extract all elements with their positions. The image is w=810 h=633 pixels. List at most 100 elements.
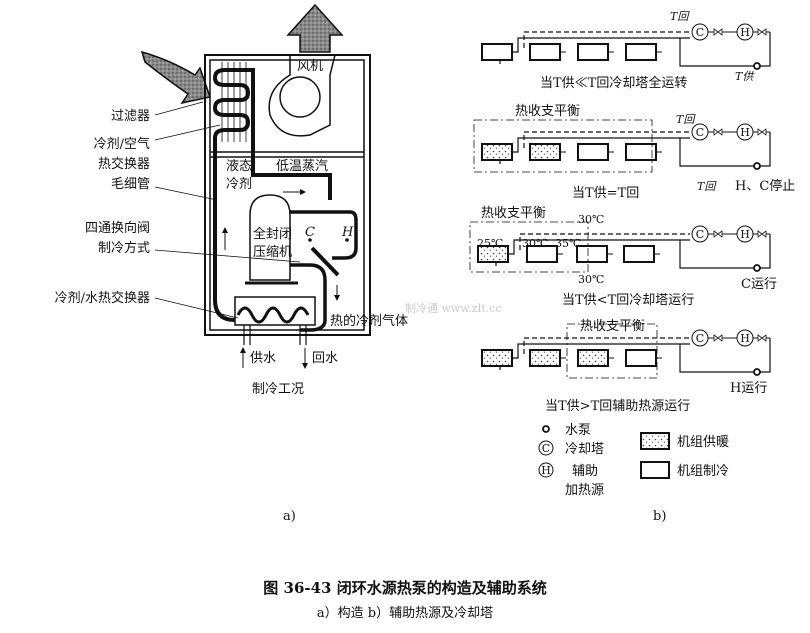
unit-heating-box [577, 349, 609, 367]
return-water-label: 回水 [312, 351, 338, 366]
compressor-label-1: 全封闭 [253, 226, 292, 242]
pump-line [760, 132, 771, 167]
intake-arrow-icon [140, 50, 211, 105]
hot-gas-label: 热的冷剂气体 [330, 313, 408, 329]
three-way-valve-icon [713, 128, 723, 136]
low-temp-vapor-label: 低温蒸汽 [276, 159, 328, 174]
pump-icon [753, 368, 761, 376]
mode-label: 制冷工况 [252, 382, 304, 397]
unit-cooling-box [623, 245, 655, 263]
panel-b-label: b) [653, 509, 666, 524]
panel-a-structure [140, 3, 371, 369]
loop-return-line [499, 138, 757, 167]
scenario-3-temp-1: 25℃ [477, 237, 503, 250]
exhaust-arrow-icon [286, 3, 344, 53]
aux-heater-symbol: H [740, 126, 750, 139]
cabinet-inner [209, 59, 365, 331]
three-way-valve-icon [713, 334, 723, 342]
scenario-4-balance: 热收支平衡 [580, 319, 645, 334]
three-way-valve-icon [757, 230, 767, 238]
legend-aux-heat-label-1: 辅助 [572, 464, 598, 479]
three-way-valve-icon [757, 334, 767, 342]
compressor-label-2: 压缩机 [253, 244, 292, 260]
scenario-1-condition: 当T供≪T回冷却塔全运转 [540, 75, 687, 91]
pump-icon [753, 264, 761, 272]
port-c-label: C [305, 225, 315, 240]
loop-return-line [495, 240, 757, 269]
pump-line [760, 234, 771, 269]
scenario-2-balance: 热收支平衡 [515, 104, 580, 119]
fan-icon [268, 54, 336, 137]
four-way-valve-label-2: 制冷方式 [98, 240, 150, 256]
return-pipe [523, 337, 690, 354]
pump-icon [753, 162, 761, 170]
figure-title: 图 36-43 闭环水源热泵的构造及辅助系统 [263, 579, 546, 597]
unit-cooling-box [576, 245, 608, 263]
unit-cooling-box [577, 43, 609, 61]
liquid-refrigerant-label-1: 液态 [226, 159, 252, 174]
return-pipe [523, 131, 690, 148]
scenario-4-condition: 当T供>T回辅助热源运行 [545, 399, 690, 414]
scenario-3-temp-5: 30℃ [578, 273, 604, 286]
scenario-2-t-return-top: T回 [676, 113, 696, 126]
cabinet-outer [204, 54, 371, 336]
legend-cooling-tower-label: 冷却塔 [565, 442, 604, 457]
legend-pump-label: 水泵 [565, 423, 591, 438]
four-way-valve-label-1: 四通换向阀 [85, 220, 150, 236]
unit-heating-box [481, 143, 513, 161]
scenario-3-condition: 当T供<T回冷却塔运行 [562, 293, 694, 308]
scenario-2-status: H、C停止 [735, 178, 795, 194]
scenario-1-t-return: T回 [670, 10, 690, 23]
unit-cooling-box [577, 143, 609, 161]
legend-unit-cooling-label: 机组制冷 [677, 464, 729, 479]
filter-label: 过滤器 [111, 109, 150, 124]
cooling-tower-symbol: C [696, 126, 704, 139]
heat-balance-boundary [473, 119, 653, 173]
unit-cooling-box [481, 43, 513, 61]
scenario-4-status: H运行 [730, 381, 767, 396]
unit-heating-box [529, 349, 561, 367]
pump-icon [753, 62, 761, 70]
pump-line [760, 338, 771, 373]
return-pipe [519, 233, 690, 250]
unit-cooling-box [625, 349, 657, 367]
scenario-3-balance: 热收支平衡 [481, 206, 546, 221]
legend-h-symbol: H [541, 464, 551, 477]
refrigerant-water-hx-label: 冷剂/水热交换器 [55, 290, 150, 306]
heat-balance-boundary [469, 221, 589, 273]
legend-aux-heat-label-2: 加热源 [565, 483, 604, 498]
fan-label: 风机 [297, 59, 323, 74]
scenario-3-temp-3: 35℃ [555, 237, 581, 250]
scenario-2-t-return-bottom: T回 [697, 180, 717, 193]
return-pipe [523, 31, 690, 48]
pump-legend-icon [542, 425, 550, 433]
refrigerant-air-hx-label-1: 冷剂/空气 [94, 136, 150, 152]
supply-water-label: 供水 [250, 351, 276, 366]
three-way-valve-icon [757, 128, 767, 136]
unit-cooling-box [625, 43, 657, 61]
three-way-valve-icon [713, 230, 723, 238]
scenario-3-status: C运行 [741, 277, 777, 292]
three-way-valve-icon [757, 28, 767, 36]
aux-heater-symbol: H [740, 332, 750, 345]
cooling-tower-symbol: C [696, 26, 704, 39]
aux-heater-symbol: H [740, 228, 750, 241]
legend-unit-heating-label: 机组供暖 [677, 435, 729, 450]
aux-heater-symbol: H [740, 26, 750, 39]
unit-cooling-legend-icon [640, 461, 670, 479]
cooling-tower-legend-icon [538, 440, 554, 456]
scenario-2-condition: 当T供=T回 [572, 186, 639, 201]
water-heat-exchanger-icon [234, 296, 316, 345]
unit-cooling-box [625, 143, 657, 161]
unit-cooling-box [529, 43, 561, 61]
scenario-3-temp-4: 30℃ [578, 213, 604, 226]
watermark: 制冷通 www.zlt.cc [405, 302, 502, 315]
panel-a-label: a) [283, 509, 296, 524]
aux-heat-legend-icon [538, 462, 554, 478]
unit-heating-legend-icon [640, 432, 670, 450]
liquid-refrigerant-label-2: 冷剂 [226, 177, 252, 192]
legend: 水泵 C 冷却塔 H 辅助 加热源 机组供暖 机组制冷 [538, 423, 729, 498]
legend-c-symbol: C [542, 442, 550, 455]
